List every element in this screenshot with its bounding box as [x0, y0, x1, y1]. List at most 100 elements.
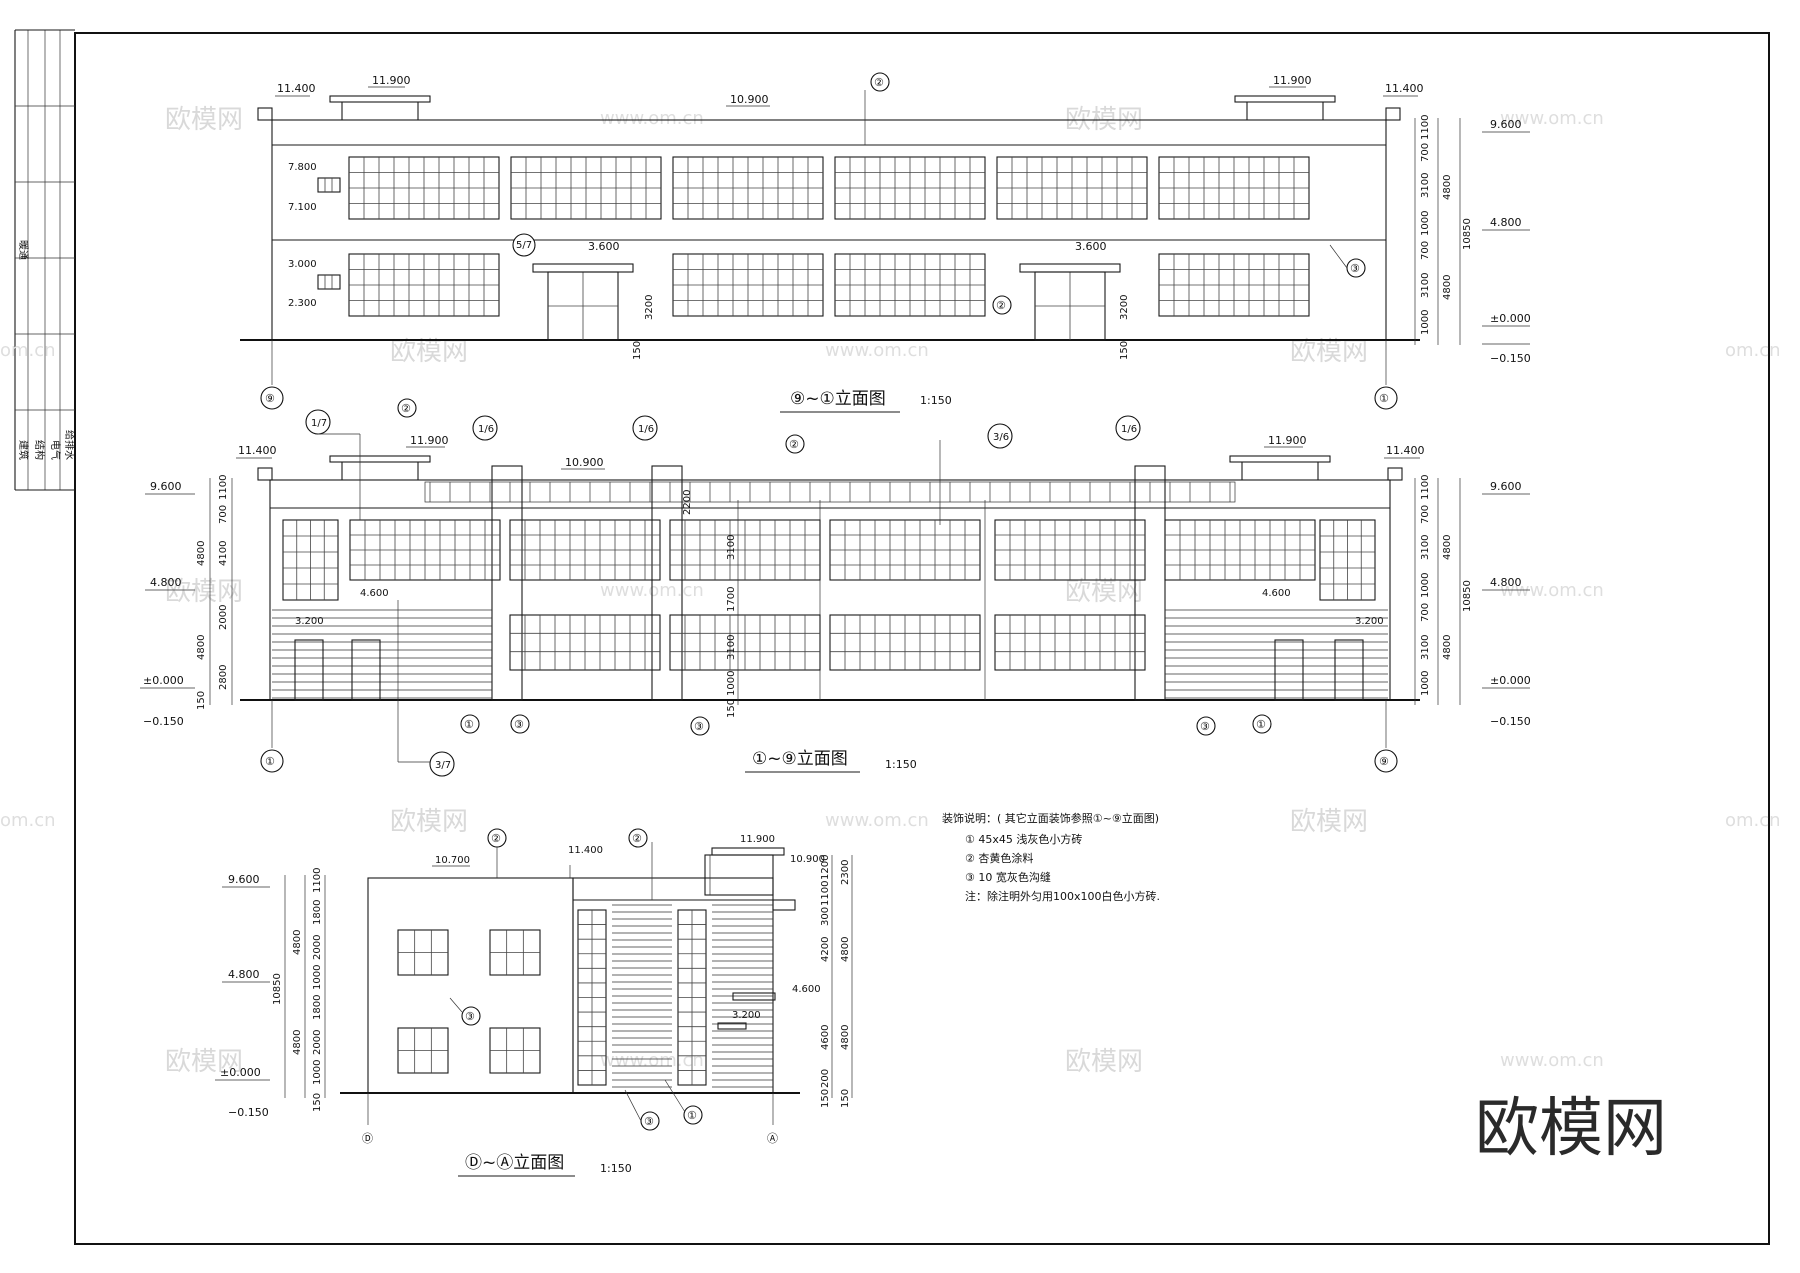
dim-label: 150	[840, 1089, 851, 1108]
level-label: 9.600	[1490, 118, 1522, 131]
level-label: 9.600	[228, 873, 260, 886]
callout: 3/6	[993, 432, 1009, 443]
watermark-brand: 欧模网	[1290, 807, 1368, 837]
watermarks: 欧模网 www.om.cn 欧模网 www.om.cn om.cn 欧模网 ww…	[0, 105, 1781, 1166]
watermark-brand: 欧模网	[390, 807, 468, 837]
dim-label: 4800	[840, 937, 851, 962]
window	[1158, 156, 1310, 220]
level-label: 7.100	[288, 202, 317, 213]
watermark-url: www.om.cn	[600, 1050, 704, 1071]
callout: ③	[694, 720, 704, 733]
level-label: 11.400	[1386, 444, 1425, 457]
watermark-url: www.om.cn	[1500, 1050, 1604, 1071]
elevation-scale: 1:150	[600, 1162, 632, 1175]
dim-label: 4600	[820, 1025, 831, 1050]
callout: ③	[1200, 720, 1210, 733]
dim-label: 1100	[218, 475, 229, 500]
dim-label: 4200	[820, 937, 831, 962]
notes-item: ① 45x45 浅灰色小方砖	[965, 832, 1082, 846]
level-label: 3.000	[288, 259, 317, 270]
level-label: 3.600	[588, 240, 620, 253]
level-label: 3.200	[732, 1010, 761, 1021]
level-label: 11.400	[277, 82, 316, 95]
dim-label: 4800	[840, 1025, 851, 1050]
elevation-title: Ⓓ~Ⓐ立面图	[465, 1153, 564, 1173]
callout: 1/7	[311, 418, 327, 429]
watermark-url: www.om.cn	[825, 340, 929, 361]
level-label: −0.150	[1490, 715, 1531, 728]
dim-label: 10850	[272, 973, 283, 1005]
dim-label: 1000	[1420, 671, 1431, 696]
elevation-9-1: 11.400 11.900 10.900 11.900 11.400 7.800…	[240, 72, 1531, 413]
axis-bubble: Ⓐ	[767, 1132, 778, 1145]
watermark-brand: 欧模网	[1290, 337, 1368, 367]
window	[829, 519, 981, 581]
callout: ①	[464, 718, 474, 731]
window	[509, 614, 661, 671]
watermark-url: www.om.cn	[1500, 580, 1604, 601]
axis-bubble: Ⓓ	[362, 1132, 373, 1145]
window	[829, 614, 981, 671]
dim-label: 2000	[218, 605, 229, 630]
level-label: 11.900	[740, 834, 775, 845]
callout: 1/6	[478, 424, 494, 435]
level-label: 4.600	[792, 984, 821, 995]
dim-label: 1000	[726, 671, 737, 696]
dim-label: 1800	[312, 995, 323, 1020]
dim-label: 3100	[1420, 535, 1431, 560]
title-block-label: 电气	[49, 440, 62, 460]
sheet-frame: 暖通 建筑 结构 电气 给排水	[14, 29, 1770, 1245]
window	[348, 253, 500, 317]
title-block-label: 结构	[33, 440, 46, 460]
dim-label: 3200	[1119, 295, 1130, 320]
callout: ③	[514, 718, 524, 731]
dim-label: 150	[196, 691, 207, 710]
window	[509, 519, 661, 581]
window	[489, 929, 541, 976]
dim-label: 1000	[312, 1060, 323, 1085]
level-label: ±0.000	[220, 1066, 261, 1079]
callout: ②	[632, 832, 642, 845]
window	[669, 614, 821, 671]
callout: ②	[491, 832, 501, 845]
dim-label: 2200	[682, 490, 693, 515]
dim-label: 10850	[1462, 580, 1473, 612]
window	[577, 909, 607, 1086]
elevation-scale: 1:150	[885, 758, 917, 771]
dim-label: 700	[1420, 241, 1431, 260]
callout: ③	[465, 1010, 475, 1023]
window	[348, 156, 500, 220]
dim-label: 200	[820, 1069, 831, 1088]
dim-label: 1100	[820, 881, 831, 906]
level-label: ±0.000	[143, 674, 184, 687]
dim-label: 4100	[218, 541, 229, 566]
window	[994, 519, 1146, 581]
level-label: 9.600	[1490, 480, 1522, 493]
level-label: −0.150	[143, 715, 184, 728]
dim-label: 1000	[1420, 573, 1431, 598]
title-block-label: 建筑	[17, 440, 30, 460]
dim-label: 1000	[312, 965, 323, 990]
decoration-notes: 装饰说明：( 其它立面装饰参照①~⑨立面图) ① 45x45 浅灰色小方砖 ② …	[942, 811, 1160, 903]
window	[669, 519, 821, 581]
dim-label: 150	[632, 341, 643, 360]
callout: ②	[996, 299, 1006, 312]
door	[1274, 639, 1304, 701]
elevation-title: ⑨~①立面图	[790, 389, 886, 409]
dim-label: 2000	[312, 1030, 323, 1055]
callout: ①	[1256, 718, 1266, 731]
level-label: 3.200	[295, 616, 324, 627]
axis-bubble: ①	[265, 755, 275, 768]
dim-label: 4800	[1442, 275, 1453, 300]
dim-label: 1100	[1420, 475, 1431, 500]
dim-label: 150	[312, 1093, 323, 1112]
callout: 1/6	[638, 424, 654, 435]
level-label: 2.300	[288, 298, 317, 309]
level-label: 10.700	[435, 855, 470, 866]
notes-item: ③ 10 宽灰色沟缝	[965, 870, 1051, 884]
watermark-url: om.cn	[0, 810, 56, 831]
watermark-brand: 欧模网	[165, 577, 243, 607]
level-label: 3.600	[1075, 240, 1107, 253]
window	[672, 156, 824, 220]
